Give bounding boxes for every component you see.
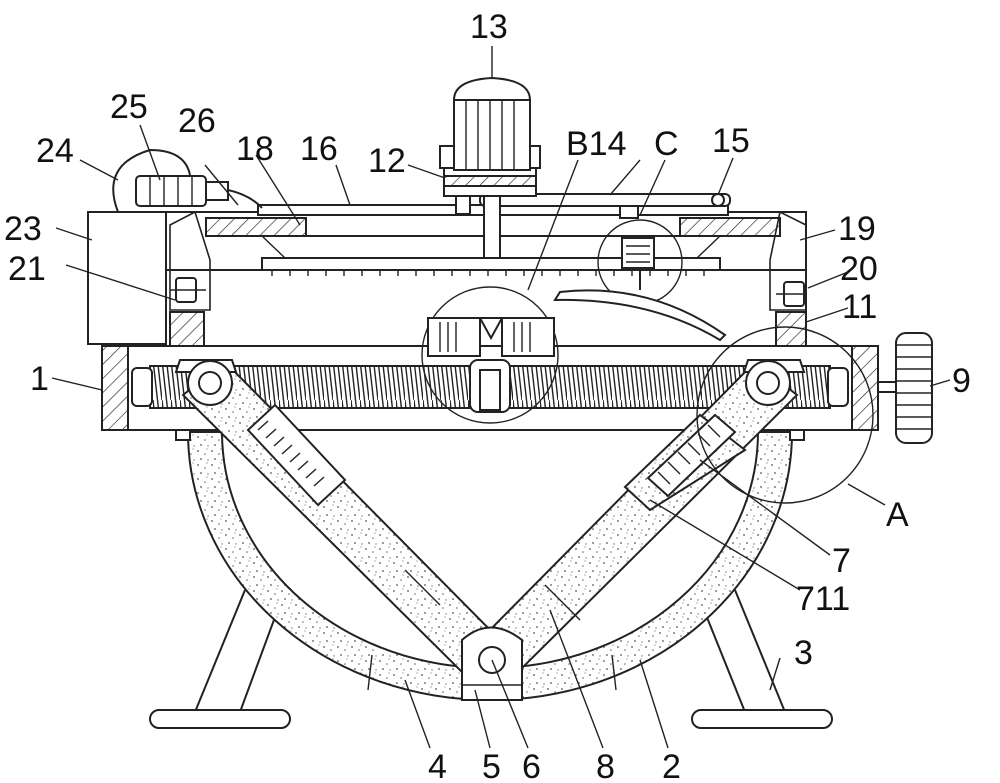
label-3: 3 <box>794 634 813 672</box>
detail-circles <box>421 219 874 504</box>
label-15: 15 <box>712 122 750 160</box>
label-13: 13 <box>470 8 508 46</box>
center-nut <box>469 359 511 413</box>
label-6: 6 <box>522 748 541 783</box>
label-8: 8 <box>596 748 615 783</box>
label-4: 4 <box>428 748 447 783</box>
label-21: 21 <box>8 250 46 288</box>
reference-labels: 13 25 26 24 18 16 12 B14 C 15 23 21 19 2… <box>4 8 971 783</box>
label-7: 7 <box>832 542 851 580</box>
label-2: 2 <box>662 748 681 783</box>
label-711: 711 <box>796 580 850 618</box>
label-A: A <box>886 496 909 534</box>
label-25: 25 <box>110 88 148 126</box>
label-1: 1 <box>30 360 49 398</box>
label-20: 20 <box>840 250 878 288</box>
label-C: C <box>654 125 679 163</box>
label-18: 18 <box>236 130 274 168</box>
label-5: 5 <box>482 748 501 783</box>
label-19: 19 <box>838 210 876 248</box>
top-motor <box>439 76 541 259</box>
label-12: 12 <box>368 142 406 180</box>
feet <box>149 589 833 729</box>
leader-lines <box>51 46 951 749</box>
side-motor <box>112 148 263 213</box>
label-26: 26 <box>178 102 216 140</box>
label-24: 24 <box>36 132 74 170</box>
label-9: 9 <box>952 362 971 400</box>
label-23: 23 <box>4 210 42 248</box>
label-16: 16 <box>300 130 338 168</box>
label-B14: B14 <box>566 125 627 163</box>
pivots <box>187 360 791 701</box>
hand-wheel <box>895 332 933 444</box>
label-11: 11 <box>842 288 877 326</box>
